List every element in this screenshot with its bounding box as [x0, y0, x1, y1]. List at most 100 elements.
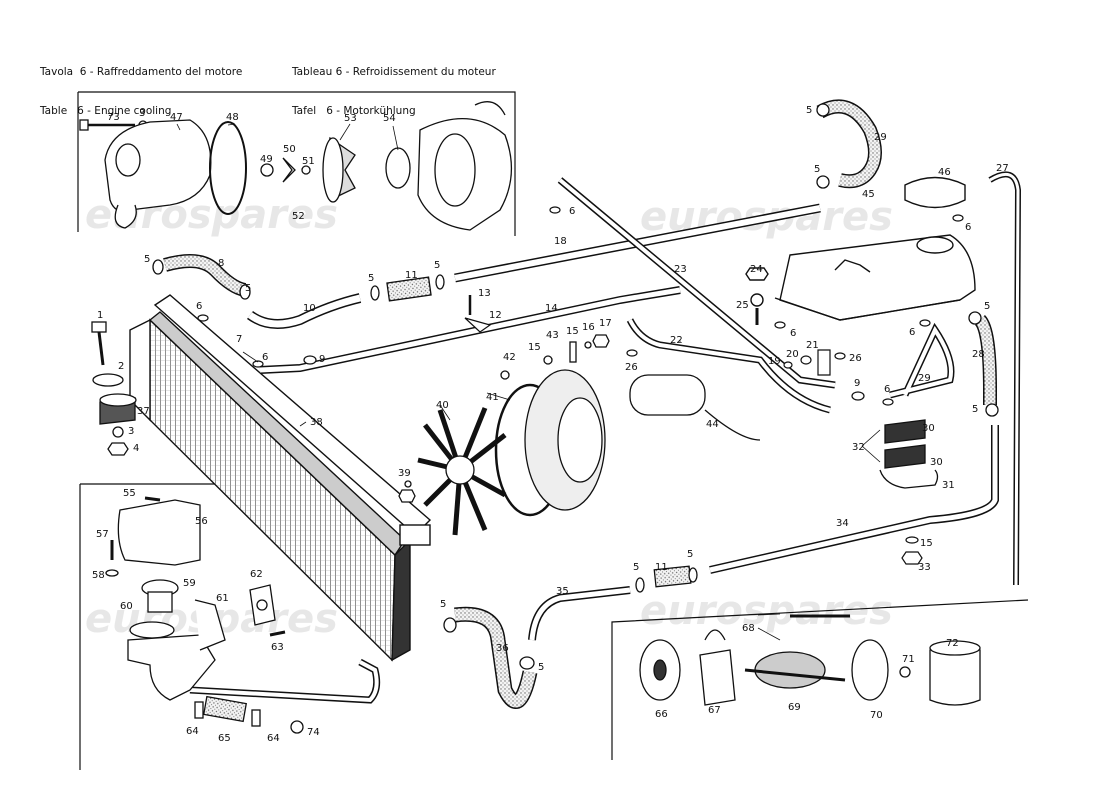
washer-9b — [851, 391, 865, 401]
washer-16 — [584, 341, 592, 349]
bolt-63 — [269, 630, 286, 637]
callout-6g: 6 — [965, 222, 971, 233]
radiator-top-tank — [153, 294, 432, 536]
callout-7: 7 — [236, 334, 242, 345]
callout-56: 56 — [195, 516, 208, 527]
callout-15b: 15 — [528, 342, 541, 353]
callout-6d: 6 — [790, 328, 796, 339]
end-cover-bore — [653, 659, 667, 681]
callout-73: 73 — [107, 112, 120, 123]
mount-37-top — [99, 393, 137, 407]
watermark-4: eurospares — [640, 588, 893, 634]
washer-6b — [197, 314, 209, 322]
callout-74: 74 — [307, 727, 320, 738]
cooling-fan-assembly — [398, 334, 761, 536]
washer-39a — [404, 480, 412, 488]
nut-24 — [745, 267, 769, 281]
callout-20: 20 — [786, 349, 799, 360]
washer-58 — [105, 569, 119, 577]
water-pump-inset-frame — [78, 91, 516, 236]
nut-17 — [592, 334, 610, 348]
pipe-34 — [709, 425, 998, 573]
callout-3a: 3 — [139, 108, 145, 119]
callout-6f: 6 — [909, 327, 915, 338]
washer-26b — [834, 352, 846, 360]
callout-12: 12 — [489, 310, 502, 321]
callout-47: 47 — [170, 112, 183, 123]
callout-21: 21 — [806, 340, 819, 351]
callout-46: 46 — [938, 167, 951, 178]
gasket-60 — [129, 621, 175, 639]
thermostat-body — [147, 591, 173, 613]
pipe-29b — [889, 325, 953, 397]
fan-hub — [445, 455, 475, 485]
screw-42 — [500, 370, 510, 380]
callout-62: 62 — [250, 569, 263, 580]
gasket-62-hole — [256, 599, 268, 611]
callout-27: 27 — [996, 163, 1009, 174]
nut-50 — [282, 157, 296, 183]
clamp-5f — [816, 175, 830, 189]
fan-40 — [417, 407, 507, 536]
callout-1: 1 — [97, 310, 103, 321]
pipe-14 — [259, 287, 681, 373]
callout-59: 59 — [183, 578, 196, 589]
header-right: Tableau 6 - Refroidissement du moteur Ta… — [292, 40, 496, 131]
callout-11b: 11 — [655, 562, 668, 573]
gasket-48 — [209, 121, 247, 215]
expansion-tank-45 — [745, 176, 976, 325]
clamp-5i — [635, 577, 645, 593]
callout-26a: 26 — [625, 362, 638, 373]
strap-31 — [879, 469, 939, 489]
callout-48: 48 — [226, 112, 239, 123]
callout-5d: 5 — [434, 260, 440, 271]
callout-26b: 26 — [849, 353, 862, 364]
washer-6a — [549, 206, 561, 214]
hose-8 — [163, 255, 247, 296]
callout-51: 51 — [302, 156, 315, 167]
callout-6e: 6 — [884, 384, 890, 395]
callout-53: 53 — [344, 113, 357, 124]
clamp-5e — [816, 103, 830, 117]
callout-30a: 30 — [922, 423, 935, 434]
clamp-5a — [152, 259, 164, 275]
clip-12 — [464, 317, 492, 333]
pump-housing — [417, 118, 513, 231]
callout-54: 54 — [383, 113, 396, 124]
washer-25 — [750, 293, 764, 307]
callout-8: 8 — [218, 258, 224, 269]
bush-20 — [800, 355, 812, 365]
callout-35: 35 — [556, 586, 569, 597]
fan-motor-exploded — [639, 614, 981, 706]
callout-33: 33 — [918, 562, 931, 573]
clamp-5d — [435, 274, 445, 290]
callout-23: 23 — [674, 264, 687, 275]
callout-65: 65 — [218, 733, 231, 744]
callout-63: 63 — [271, 642, 284, 653]
callout-34: 34 — [836, 518, 849, 529]
callout-42: 42 — [503, 352, 516, 363]
callout-50: 50 — [283, 144, 296, 155]
callout-24: 24 — [750, 264, 763, 275]
callout-5h: 5 — [972, 404, 978, 415]
callout-70: 70 — [870, 710, 883, 721]
washer-74 — [290, 720, 304, 734]
callout-15c: 15 — [920, 538, 933, 549]
callout-29a: 29 — [874, 132, 887, 143]
callout-3b: 3 — [128, 426, 134, 437]
header-line-tafel: Tafel 6 - Motorkühlung — [292, 105, 416, 117]
washer-3b — [112, 426, 124, 438]
callout-13: 13 — [478, 288, 491, 299]
callout-67: 67 — [708, 705, 721, 716]
bolt-1 — [97, 331, 105, 366]
callout-9a: 9 — [319, 354, 325, 365]
callout-11a: 11 — [405, 270, 418, 281]
callout-30b: 30 — [930, 457, 943, 468]
thermostat-assembly — [105, 496, 286, 701]
callout-43: 43 — [546, 330, 559, 341]
brush-holder-67 — [699, 649, 736, 706]
callout-28: 28 — [972, 349, 985, 360]
clamp-5g — [968, 311, 982, 325]
callout-52: 52 — [292, 211, 305, 222]
